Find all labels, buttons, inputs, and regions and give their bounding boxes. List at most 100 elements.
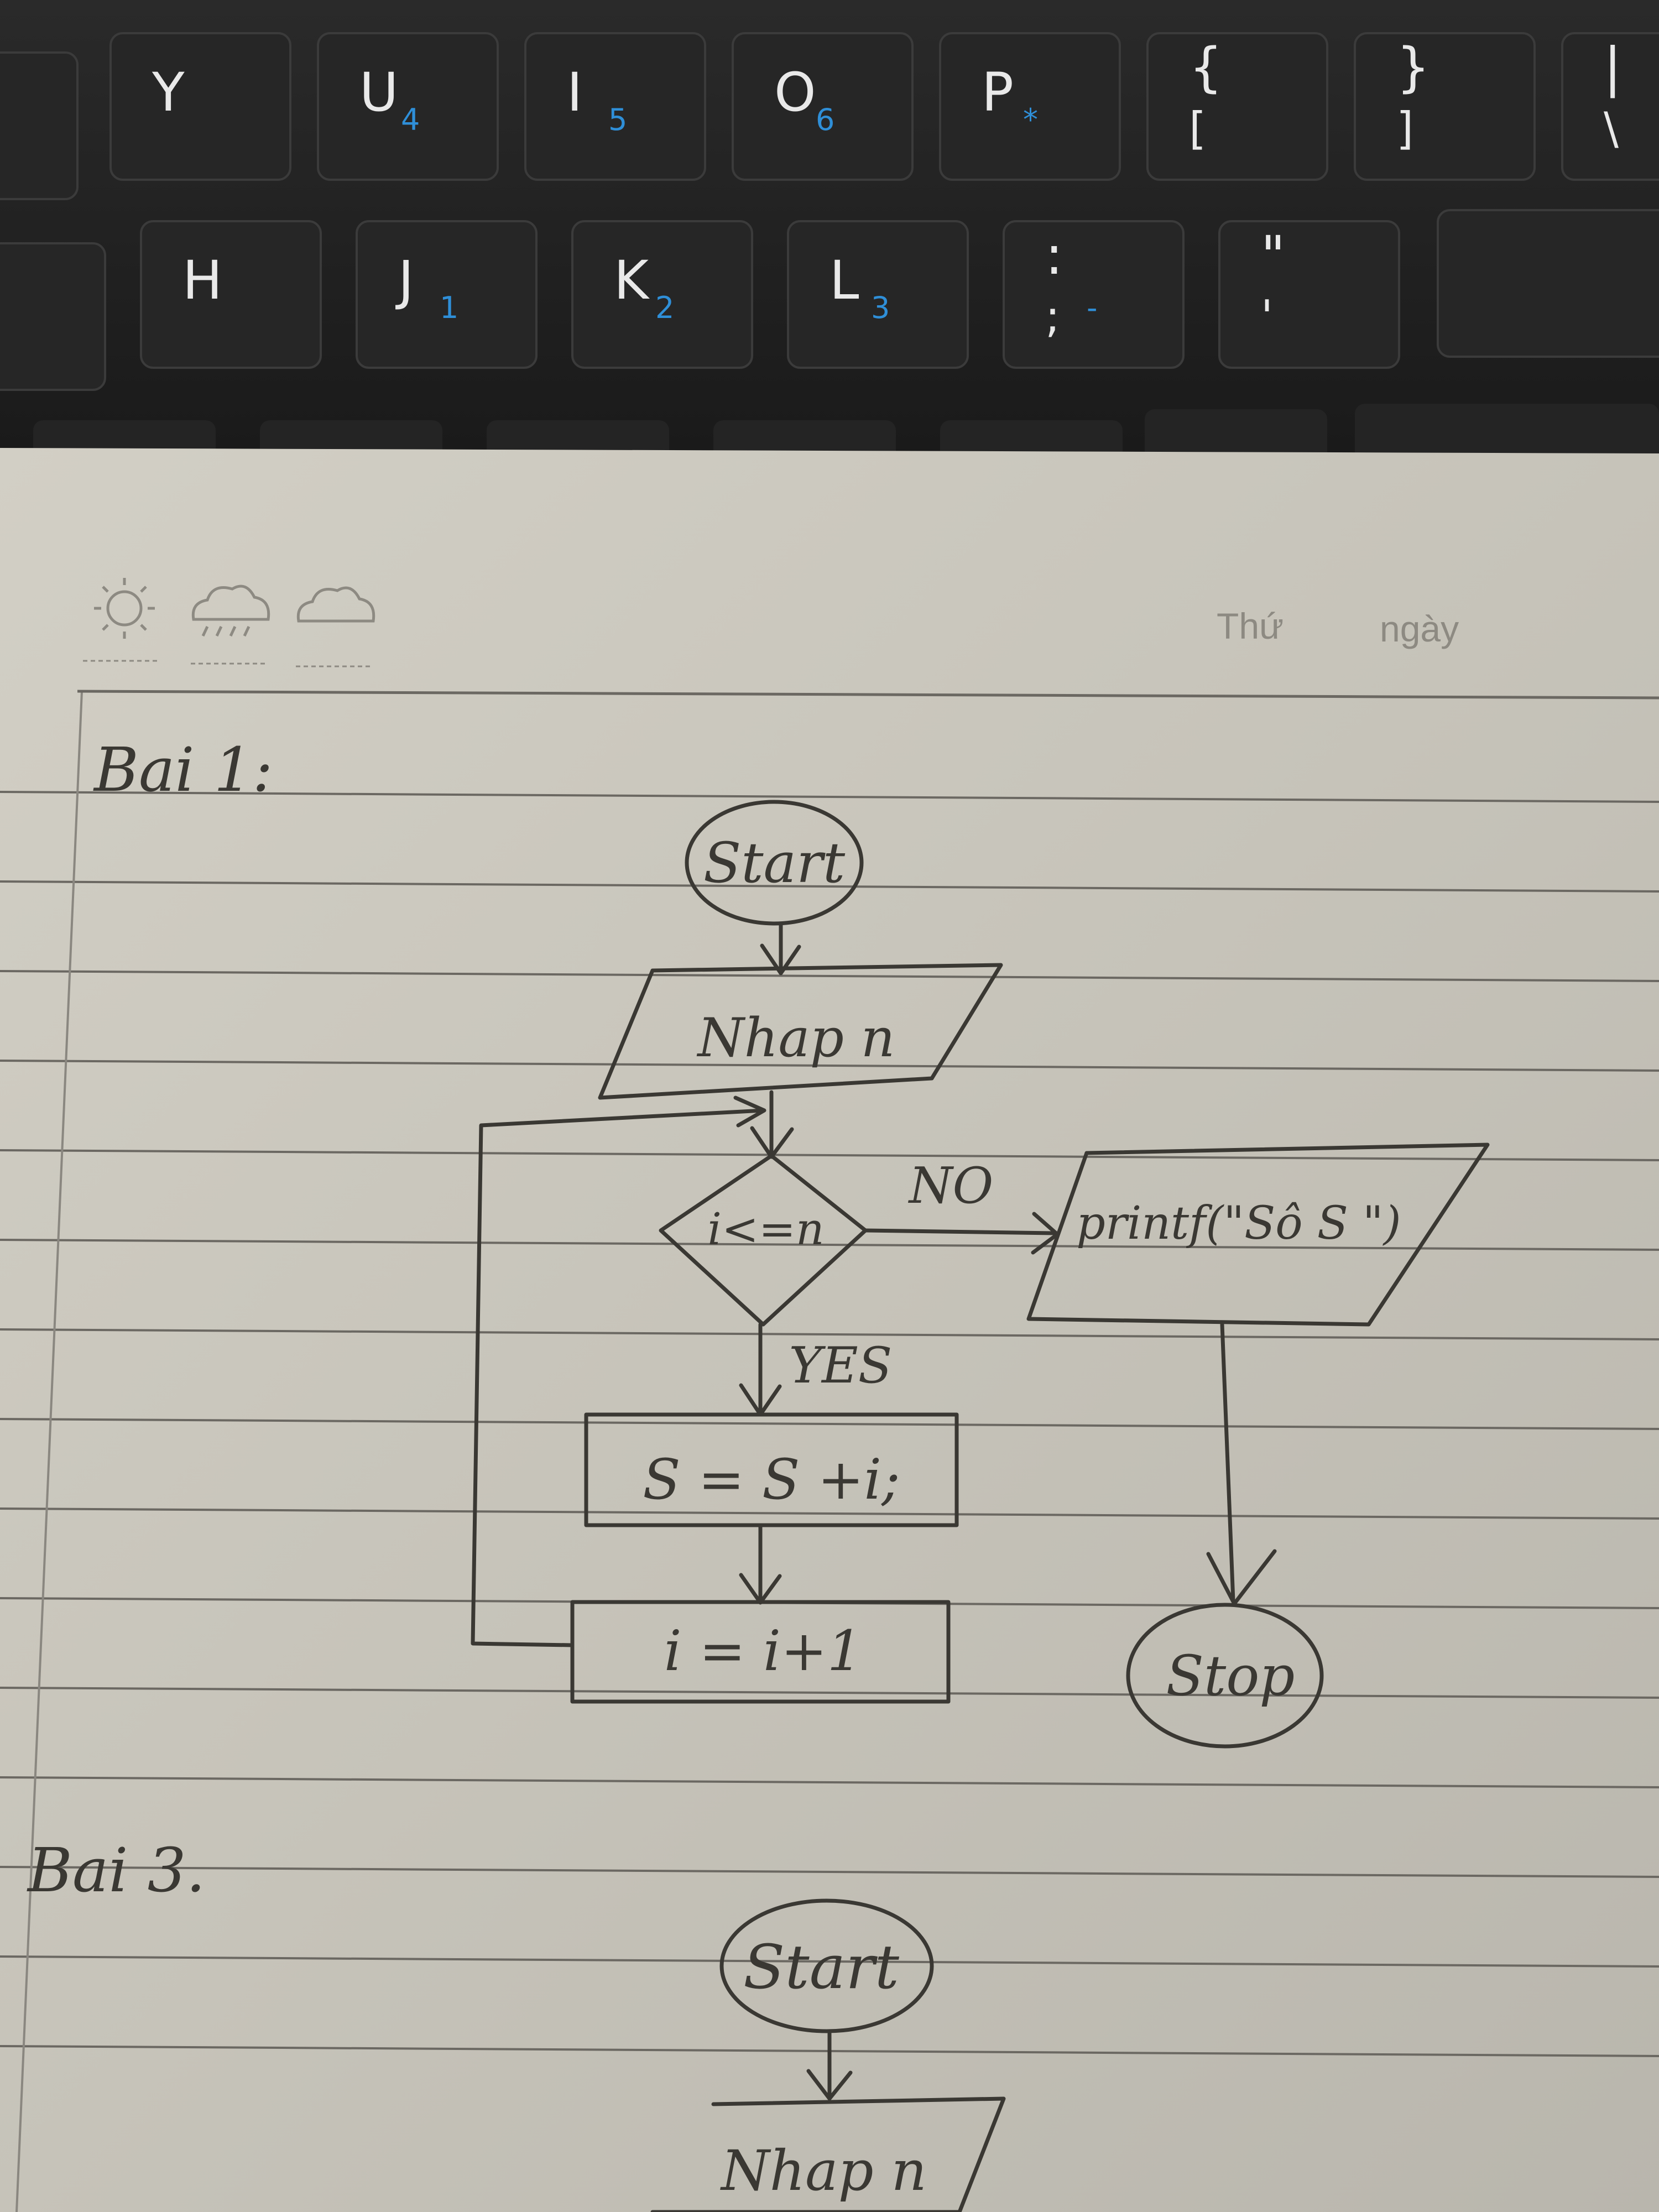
ruled-line [0, 970, 1659, 982]
key-legend: O [774, 61, 816, 123]
key-legend: J [395, 249, 414, 311]
ruled-line [0, 1149, 1659, 1161]
input-parallelogram [598, 963, 1003, 1100]
keycap[interactable]: Y [109, 32, 291, 181]
arrowhead [806, 2069, 853, 2101]
output-parallelogram [1026, 1142, 1490, 1327]
key-legend: L [830, 249, 859, 311]
arrow-output-to-stop [1220, 1322, 1235, 1603]
notebook-header: Thứ ngày [77, 578, 1659, 700]
keycap-partial[interactable] [0, 51, 79, 200]
exercise-2-heading: Bai 3. [27, 1835, 206, 1906]
ruled-line [0, 1776, 1659, 1788]
margin-line [15, 691, 83, 2212]
no-branch-label: NO [908, 1157, 994, 1215]
key-legend-shift: ] [1396, 103, 1413, 154]
process-increment-box [570, 1600, 951, 1704]
rain-cloud-icon [191, 585, 270, 637]
keycap[interactable]: }] [1354, 32, 1536, 181]
key-numpad-legend: 4 [401, 102, 420, 137]
yes-branch-label: YES [789, 1337, 893, 1395]
keycap[interactable]: P* [939, 32, 1121, 181]
ruled-line [0, 1687, 1659, 1699]
key-legend-shift: ' [1261, 291, 1273, 342]
key-legend: H [182, 249, 222, 311]
key-numpad-legend: 5 [608, 102, 627, 137]
key-legend: " [1261, 225, 1285, 286]
input-label: Nhap n [697, 1007, 895, 1069]
key-numpad-legend: - [1087, 290, 1098, 325]
enter-key-partial[interactable] [1437, 209, 1659, 358]
key-legend: P [982, 61, 1014, 123]
start-terminal-2 [719, 1898, 934, 2033]
key-numpad-legend: 3 [871, 290, 890, 325]
ruled-line [0, 880, 1659, 893]
keycap[interactable]: "' [1218, 220, 1400, 369]
keycap-partial[interactable] [0, 242, 106, 391]
ruled-line [0, 1328, 1659, 1340]
ruled-lines [0, 791, 1659, 2057]
arrowhead [733, 1095, 766, 1128]
header-divider [77, 690, 1659, 700]
key-numpad-legend: 2 [655, 290, 674, 325]
input-parallelogram-2 [650, 2096, 1006, 2212]
keycap[interactable]: |\ [1561, 32, 1659, 181]
loop-back-line [471, 1108, 765, 1647]
exercise-2-flowchart: Bai 3. Start Nhap n [27, 1835, 1006, 2212]
key-numpad-legend: 6 [816, 102, 834, 137]
arrowhead [760, 943, 801, 975]
decision-diamond [659, 1154, 868, 1327]
key-legend: | [1604, 36, 1621, 99]
weekday-label: Thứ [1217, 606, 1284, 646]
ruled-line [0, 1955, 1659, 1968]
keycap[interactable]: {[ [1146, 32, 1328, 181]
start-terminal [685, 800, 864, 926]
key-legend-shift: [ [1189, 103, 1206, 154]
key-numpad-legend: 1 [440, 290, 458, 325]
ruled-line [0, 1060, 1659, 1072]
key-legend: } [1396, 36, 1430, 98]
input-label-2: Nhap n [720, 2138, 927, 2203]
exercise-1-flowchart: Bai 1: Start Nhap n i<=n NO printf("Sô S… [93, 734, 1490, 1749]
key-legend-shift: ; [1045, 291, 1060, 342]
ruled-line [0, 1866, 1659, 1878]
key-legend: K [614, 249, 650, 311]
decision-label: i<=n [707, 1203, 824, 1255]
cloud-icon [296, 586, 375, 623]
ruled-line [0, 1418, 1659, 1430]
arrow-no-branch [863, 1228, 1058, 1235]
ruled-line [0, 791, 1659, 803]
key-legend: U [359, 61, 398, 123]
ruled-line [0, 1507, 1659, 1520]
key-legend-shift: \ [1604, 103, 1619, 154]
process-increment-label: i = i+1 [664, 1619, 863, 1683]
output-label: printf("Sô S ") [1076, 1197, 1401, 1250]
process-sum-box [584, 1412, 959, 1527]
start-label-2: Start [743, 1932, 900, 2002]
key-legend: { [1189, 36, 1223, 98]
process-sum-label: S = S +i; [643, 1447, 900, 1512]
stop-terminal [1126, 1603, 1324, 1749]
notebook-page: Thứ ngày Bai 1: Start Nhap n i<=n NO pri… [0, 448, 1659, 2212]
key-legend: : [1045, 225, 1063, 286]
keycap[interactable]: :;- [1003, 220, 1185, 369]
stop-label: Stop [1166, 1644, 1295, 1708]
sun-icon [94, 578, 155, 639]
date-label: ngày [1380, 608, 1459, 649]
key-numpad-legend: * [1023, 102, 1038, 137]
key-legend: I [567, 61, 582, 123]
key-legend: Y [152, 61, 185, 123]
ruled-line [0, 1239, 1659, 1251]
keycap[interactable]: H [140, 220, 322, 369]
exercise-1-heading: Bai 1: [93, 734, 273, 805]
